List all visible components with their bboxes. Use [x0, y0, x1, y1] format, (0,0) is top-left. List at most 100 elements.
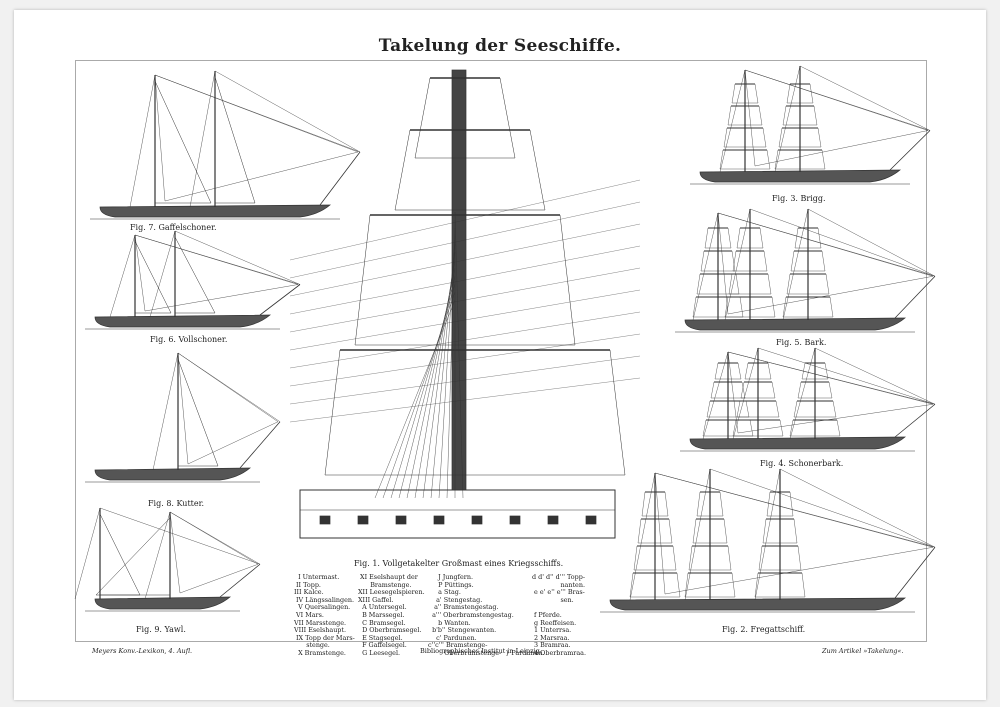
caption-fig2: Fig. 2. Fregattschiff.: [722, 625, 806, 634]
fig2-square-sail: [629, 572, 681, 598]
fig2-square-sail: [688, 545, 732, 571]
fig1-shroud: [454, 211, 464, 499]
caption-fig4: Fig. 4. Schonerbark.: [760, 459, 844, 468]
fig9-hull: [94, 596, 231, 610]
fig3-square-sail: [778, 127, 822, 148]
fig1-shroud: [446, 227, 456, 499]
fig2-stay: [709, 468, 936, 548]
fig1-gunport: [509, 515, 521, 525]
fig1-shroud: [374, 299, 456, 499]
caption-fig7: Fig. 7. Gaffelschoner.: [130, 223, 217, 232]
fig5-square-sail: [782, 296, 834, 318]
legend-column-1: I Untermast. II Topp. III Kalce. IV Läng…: [294, 573, 355, 657]
fig2-square-sail: [696, 491, 724, 517]
fig4-square-sail: [732, 419, 784, 437]
fig3-shroud: [719, 69, 746, 173]
fig8-jib: [177, 352, 279, 465]
fig9-jib: [169, 511, 259, 594]
fig2-square-sail: [758, 545, 802, 571]
fig3-square-sail: [782, 105, 818, 126]
fig1-gunport: [357, 515, 369, 525]
fig8-hull: [94, 467, 251, 481]
fig8-bowsprit: [239, 421, 281, 469]
fig3-square-sail: [727, 105, 763, 126]
fig9-gaff-sail: [95, 517, 171, 596]
fig7-hull: [99, 204, 331, 218]
caption-fig8: Fig. 8. Kutter.: [148, 499, 205, 508]
fig4-square-sail: [797, 381, 833, 399]
fig2-shroud: [629, 472, 656, 601]
fig6-bowsprit: [259, 284, 301, 316]
fig1-gunport: [547, 515, 559, 525]
fig7-gaff-sail: [154, 80, 212, 204]
fig3-jib: [744, 69, 929, 167]
fig1-brace: [289, 245, 641, 315]
fig1-brace: [289, 355, 641, 405]
fig3-shroud: [774, 65, 801, 173]
fig2-square-sail: [762, 518, 798, 544]
fig2-square-sail: [754, 572, 806, 598]
fig5-shroud: [782, 208, 809, 321]
fig1-gunport: [395, 515, 407, 525]
fig1-shroud: [382, 291, 456, 499]
fig5-bowsprit: [894, 275, 936, 319]
fig4-square-sail: [744, 362, 772, 380]
fig4-square-sail: [740, 381, 776, 399]
fig6-hull: [94, 314, 271, 328]
fig1-brace: [289, 201, 641, 279]
fig9-shroud: [74, 507, 101, 600]
fig4-shroud: [732, 347, 759, 440]
fig2-jib: [654, 472, 934, 595]
fig3-stay: [799, 65, 931, 131]
fig2-shroud: [684, 468, 711, 601]
fig2-shroud: [754, 468, 781, 601]
page-sheet: [14, 10, 986, 700]
fig2-square-sail: [641, 491, 669, 517]
caption-fig6: Fig. 6. Vollschoner.: [150, 335, 228, 344]
fig5-square-sail: [736, 227, 764, 249]
legend-column-4: d d' d'' d''' Topp- nanten. e e' e'' e''…: [532, 573, 587, 657]
fig6-gaff-sail: [174, 236, 216, 314]
fig1-brace: [289, 289, 641, 351]
fig7-stay: [214, 70, 361, 153]
footer-article-ref: Zum Artikel »Takelung«.: [822, 647, 904, 655]
fig1-brace: [289, 311, 641, 369]
caption-fig3: Fig. 3. Brigg.: [772, 194, 826, 203]
fig4-square-sail: [801, 362, 829, 380]
fig5-square-sail: [704, 227, 732, 249]
fig4-jib: [727, 351, 934, 434]
fig4-shroud: [702, 351, 729, 440]
fig9-stay: [99, 507, 261, 565]
fig7-jib: [154, 74, 359, 202]
fig7-shroud: [189, 70, 216, 208]
footer-source: Meyers Konv.-Lexikon, 4. Aufl.: [92, 647, 193, 655]
fig1-gunport: [319, 515, 331, 525]
fig2-square-sail: [766, 491, 794, 517]
fig4-square-sail: [789, 419, 841, 437]
fig1-square-sail: [394, 129, 546, 211]
fig1-brace: [289, 223, 641, 297]
fig1-brace: [289, 179, 641, 261]
fig4-stay: [757, 347, 936, 405]
fig5-square-sail: [724, 296, 776, 318]
fig3-square-sail: [731, 83, 759, 104]
fig1-brace: [289, 267, 641, 333]
fig5-shroud: [692, 212, 719, 321]
fig4-square-sail: [793, 400, 837, 418]
fig1-hull-section: [299, 489, 616, 539]
fig6-shroud: [149, 230, 176, 318]
fig5-square-sail: [794, 227, 822, 249]
legend-column-3: J Jungfern. P Püttings. a Stag. a' Steng…: [428, 573, 545, 657]
fig5-square-sail: [728, 273, 772, 295]
fig2-stay: [779, 468, 936, 548]
fig9-bowsprit: [219, 563, 261, 598]
fig7-bowsprit: [319, 151, 361, 206]
fig2-square-sail: [684, 572, 736, 598]
fig1-square-sail: [414, 77, 516, 159]
fig5-shroud: [724, 208, 751, 321]
fig6-shroud: [109, 234, 136, 318]
fig6-gaff-sail: [134, 240, 172, 314]
fig3-bowsprit: [889, 130, 931, 171]
fig2-square-sail: [692, 518, 728, 544]
fig2-bowsprit: [894, 547, 936, 599]
